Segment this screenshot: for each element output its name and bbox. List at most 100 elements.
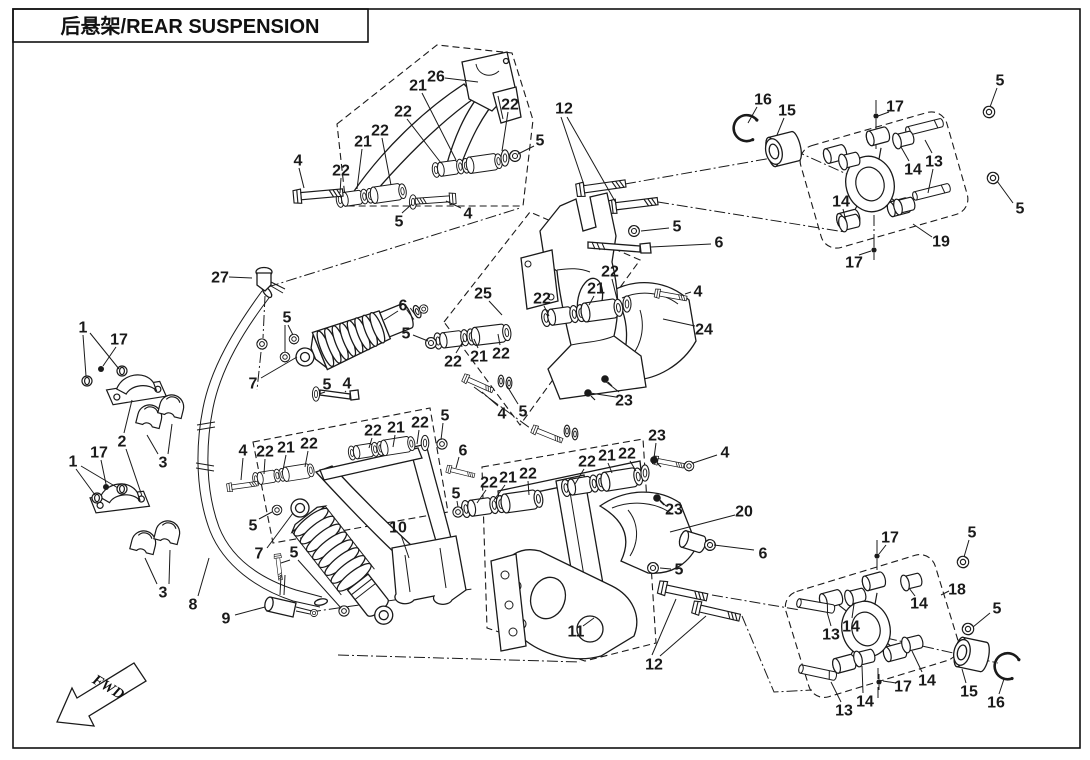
part-label-3: 3 (159, 585, 168, 602)
nut (255, 337, 269, 351)
leader-line (607, 462, 613, 474)
part-label-13: 13 (835, 703, 853, 720)
part-label-16: 16 (987, 695, 1005, 712)
grease-fitting (870, 241, 878, 259)
leader-line (653, 442, 657, 459)
leader-line (927, 168, 934, 194)
part-label-19: 19 (932, 234, 950, 251)
washer (420, 434, 430, 452)
leader-line (282, 454, 287, 471)
nut (628, 225, 640, 238)
part-label-17: 17 (110, 332, 128, 349)
part-label-5: 5 (519, 404, 528, 421)
part-label-22: 22 (519, 466, 537, 483)
leader-line (392, 434, 396, 448)
part-label-22: 22 (394, 104, 412, 121)
leader-line (629, 460, 637, 472)
leader-line (961, 668, 967, 684)
bearing (761, 129, 805, 169)
part-label-16: 16 (754, 92, 772, 109)
nut (425, 337, 437, 350)
part-label-21: 21 (387, 420, 405, 437)
part-label-23: 23 (615, 393, 633, 410)
leader-line (527, 480, 530, 496)
leader-line (476, 489, 487, 504)
part-label-21: 21 (587, 281, 605, 298)
page-border (12, 8, 1081, 749)
circlip (989, 648, 1023, 684)
fwd-arrow: FWD (56, 662, 147, 727)
part-label-24: 24 (695, 322, 713, 339)
leader-line (416, 429, 420, 445)
bushing (891, 194, 918, 217)
leader-line (444, 77, 479, 83)
assembly-knuckle-bottom (795, 547, 1023, 691)
leader-line (589, 392, 617, 398)
part-label-4: 4 (464, 206, 473, 223)
part-label-12: 12 (645, 657, 663, 674)
stabilizer-ball-joint (255, 266, 286, 294)
part-label-14: 14 (910, 596, 928, 613)
part-label-22: 22 (501, 97, 519, 114)
part-label-22: 22 (618, 446, 636, 463)
part-label-20: 20 (735, 504, 753, 521)
part-label-3: 3 (159, 455, 168, 472)
nut (647, 562, 659, 575)
circlip (729, 111, 761, 145)
leader-line (80, 465, 119, 489)
part-label-14: 14 (904, 162, 922, 179)
part-label-11: 11 (568, 624, 585, 641)
nut (279, 351, 291, 363)
part-label-9: 9 (222, 611, 231, 628)
part-label-23: 23 (648, 428, 666, 445)
leader-line (401, 203, 413, 214)
clamp-bolt (116, 483, 128, 495)
part-label-26: 26 (427, 69, 445, 86)
leader-line (167, 423, 173, 455)
assembly-shock-coil (271, 494, 398, 629)
clamp-bolt (81, 375, 93, 387)
part-label-6: 6 (399, 298, 408, 315)
leader-line (877, 111, 890, 117)
leader-line (260, 356, 298, 379)
part-label-5: 5 (675, 562, 684, 579)
leader-line (412, 334, 429, 342)
leader-line (692, 454, 718, 464)
assembly-lower-rear-arm (445, 455, 742, 660)
part-label-13: 13 (822, 627, 840, 644)
leader-line (826, 611, 832, 627)
leader-line (574, 468, 585, 485)
part-label-25: 25 (474, 286, 492, 303)
leader-line (651, 598, 677, 656)
leader-line (440, 422, 444, 441)
part-label-1: 1 (79, 320, 88, 337)
leader-line (339, 177, 342, 194)
leader-line (197, 557, 210, 597)
clamp-bolt (116, 365, 128, 377)
part-label-21: 21 (354, 134, 372, 151)
part-label-22: 22 (332, 163, 350, 180)
assembly-stabilizer-bar (81, 266, 329, 618)
part-label-5: 5 (402, 326, 411, 343)
clamp-bolt (91, 492, 103, 504)
leader-line (146, 434, 159, 455)
pivot-bolt (656, 579, 710, 605)
part-label-21: 21 (470, 349, 488, 366)
leader-line (493, 484, 506, 501)
part-label-18: 18 (948, 582, 966, 599)
nut (981, 104, 997, 120)
bushing (890, 128, 917, 151)
leader-line (383, 310, 399, 321)
leader-line (659, 615, 707, 657)
nut (960, 621, 976, 637)
pivot-pin (797, 663, 838, 682)
leader-line (258, 511, 273, 520)
part-label-1: 1 (69, 454, 78, 471)
assembly-lower-front-arm (226, 386, 467, 605)
leader-line (582, 617, 595, 627)
leader-line (659, 567, 672, 570)
leader-line (611, 278, 618, 300)
part-label-22: 22 (578, 454, 596, 471)
page-title: 后悬架/REAR SUSPENSION (61, 15, 320, 38)
